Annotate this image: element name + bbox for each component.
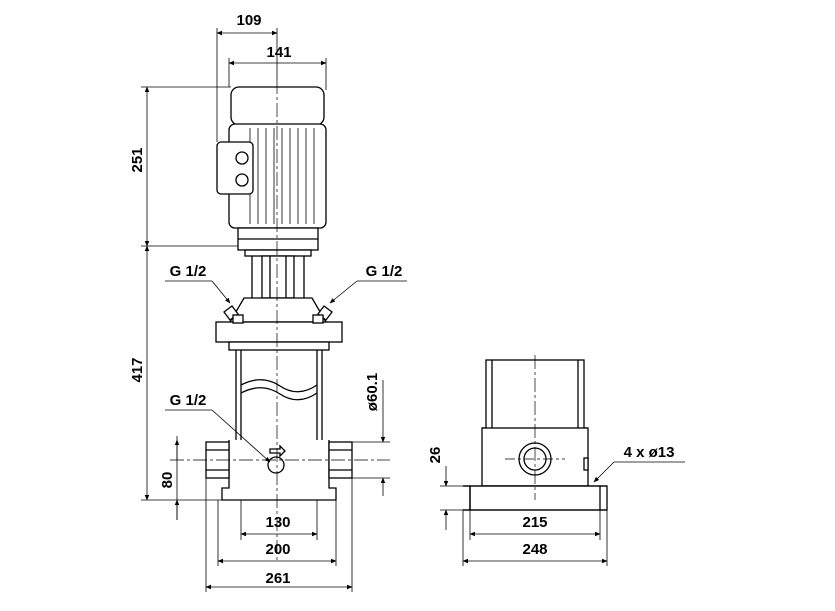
dim-417: 417 — [129, 357, 146, 382]
dim-109: 109 — [236, 12, 261, 29]
thread-bottom-label: G 1/2 — [170, 392, 207, 409]
dim-130: 130 — [265, 514, 290, 531]
dim-60: ø60.1 — [364, 373, 381, 411]
motor-stool — [223, 227, 333, 323]
front-dim-labels: 109 141 251 417 80 ø60.1 130 200 261 G 1… — [129, 12, 402, 587]
pump-front-view — [205, 86, 353, 501]
dim-261: 261 — [265, 570, 290, 587]
terminal-box — [216, 141, 254, 195]
pump-head — [215, 321, 343, 343]
dim-26: 26 — [427, 447, 444, 464]
dim-141: 141 — [266, 44, 291, 61]
dim-80: 80 — [159, 472, 176, 489]
front-dimensions — [141, 28, 407, 592]
dim-200: 200 — [265, 541, 290, 558]
side-dimensions — [440, 461, 685, 566]
dim-248: 248 — [522, 541, 547, 558]
pump-base — [205, 440, 353, 501]
side-dim-labels: 26 215 248 4 x ø13 — [427, 444, 674, 558]
dim-215: 215 — [522, 514, 547, 531]
pump-sleeve — [228, 341, 330, 440]
thread-right-label: G 1/2 — [366, 263, 403, 280]
dim-holes: 4 x ø13 — [624, 444, 675, 461]
thread-left-label: G 1/2 — [170, 263, 207, 280]
dim-251: 251 — [129, 147, 146, 172]
motor — [216, 86, 327, 229]
